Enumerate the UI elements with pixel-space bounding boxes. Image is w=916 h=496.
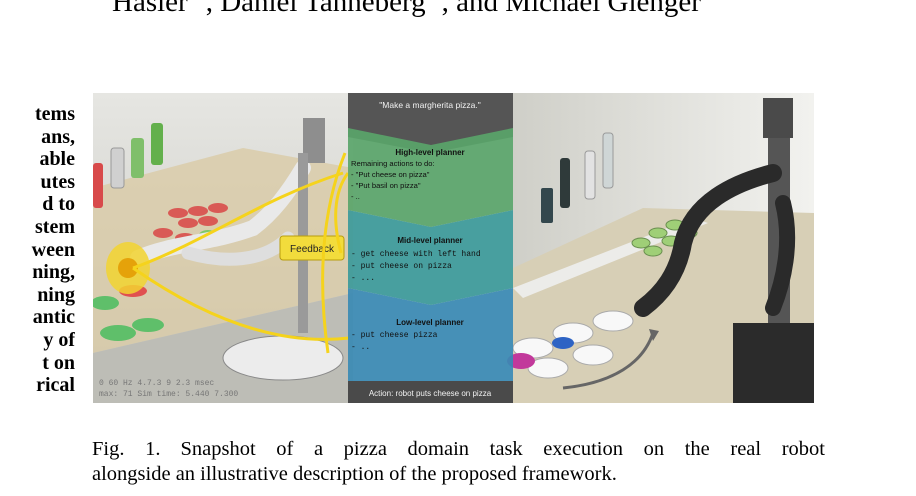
- author-fragment: Hasler: [112, 0, 188, 18]
- author-line: Hasler​, Daniel Tanneberg, and Michael G…: [112, 0, 872, 26]
- mid-level-line: - ...: [351, 274, 375, 283]
- text-line: d to: [42, 193, 75, 216]
- jar-icon: [541, 188, 553, 223]
- blue-bowl-icon: [552, 337, 574, 349]
- high-level-planner-band: [348, 128, 513, 227]
- robot-head-icon: [763, 98, 793, 138]
- caption-label: Fig. 1.: [92, 438, 161, 460]
- mid-level-line: - get cheese with left hand: [351, 250, 481, 259]
- text-line: rical: [36, 374, 75, 397]
- caption-line-2: alongside an illustrative description of…: [92, 463, 617, 485]
- bottle-icon: [584, 150, 596, 200]
- robot-arm-icon: [634, 164, 782, 317]
- text-line: ning,: [32, 261, 75, 284]
- text-line: y of: [43, 328, 75, 351]
- prompt-band: [348, 93, 513, 131]
- high-level-line: Remaining actions to do:: [351, 159, 435, 168]
- feedback-arrows: [132, 152, 350, 354]
- pink-bowl-icon: [507, 353, 535, 369]
- robot-arm-icon: [130, 160, 311, 266]
- text-line: stem: [35, 215, 75, 238]
- figure-illustration: Feedback 0 60 Hz 4.7.3 9 2.3 msec max: 7…: [93, 93, 814, 403]
- robot-head-icon: [303, 118, 325, 163]
- plate-icon: [132, 318, 164, 332]
- bottle-icon: [93, 163, 103, 208]
- sim-overlay-line: 0 60 Hz 4.7.3 9 2.3 msec: [99, 379, 214, 388]
- bottle-icon: [131, 138, 144, 178]
- low-level-line: - ..: [351, 343, 370, 352]
- simulation-scene: Feedback 0 60 Hz 4.7.3 9 2.3 msec max: 7…: [93, 93, 353, 403]
- sim-overlay-line: max: 71 Sim time: 5.440 7.300: [99, 390, 238, 399]
- mid-level-planner-band: [348, 210, 513, 305]
- task-prompt: "Make a margherita pizza.": [379, 100, 480, 110]
- mid-level-line: - put cheese on pizza: [351, 262, 452, 271]
- text-line: antic: [32, 306, 75, 329]
- low-level-title: Low-level planner: [396, 318, 464, 327]
- caption-text: Snapshot of a pizza domain task executio…: [180, 438, 825, 460]
- author-fragment: , Daniel Tanneberg: [205, 0, 426, 18]
- figure-1: Feedback 0 60 Hz 4.7.3 9 2.3 msec max: 7…: [93, 93, 814, 403]
- bowl-cluster: [512, 310, 634, 379]
- feedback-badge: [279, 235, 345, 261]
- bottle-icon: [110, 147, 125, 189]
- text-line: utes: [40, 170, 75, 193]
- text-line: ans,: [41, 125, 75, 148]
- action-text: Action: robot puts cheese on pizza: [369, 389, 492, 398]
- bottle-icon: [602, 132, 614, 189]
- left-column-text: tems ans, able utes d to stem ween ning,…: [0, 103, 75, 496]
- action-band: [348, 381, 513, 403]
- high-level-line: - ..: [351, 192, 360, 201]
- robot-base-icon: [222, 335, 344, 381]
- feedback-label: Feedback: [290, 244, 335, 255]
- plate-icon: [100, 325, 136, 341]
- text-line: ning: [37, 283, 75, 306]
- text-line: tems: [35, 103, 75, 125]
- high-level-line: - "Put cheese on pizza": [351, 170, 430, 179]
- planner-column: "Make a margherita pizza." High-level pl…: [348, 93, 513, 403]
- author-fragment: , and Michael Gienger: [441, 0, 701, 18]
- plate-icon: [93, 296, 119, 310]
- mid-level-title: Mid-level planner: [397, 236, 462, 245]
- caption-line-1: Fig. 1. Snapshot of a pizza domain task e…: [92, 437, 825, 462]
- bottle-icon: [151, 123, 163, 165]
- robot-base-icon: [733, 323, 814, 403]
- high-level-title: High-level planner: [395, 148, 464, 157]
- text-line: t on: [42, 351, 75, 374]
- action-arrow: [562, 332, 655, 390]
- high-level-line: - "Put basil on pizza": [351, 181, 421, 190]
- text-line: ween: [31, 238, 75, 261]
- low-level-planner-band: [348, 288, 513, 381]
- text-line: able: [39, 148, 75, 171]
- bottle-icon: [560, 158, 570, 208]
- real-robot-scene: [507, 93, 814, 403]
- figure-caption: Fig. 1. Snapshot of a pizza domain task e…: [92, 437, 825, 487]
- low-level-line: - put cheese pizza: [351, 331, 438, 340]
